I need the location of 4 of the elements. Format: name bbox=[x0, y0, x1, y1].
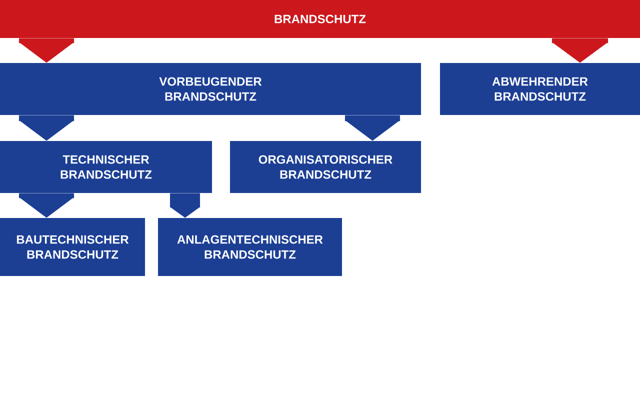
category-box: VORBEUGENDER BRANDSCHUTZ bbox=[0, 63, 421, 115]
title-banner: BRANDSCHUTZ bbox=[0, 0, 640, 38]
category-box: ANLAGENTECHNISCHER BRANDSCHUTZ bbox=[158, 218, 342, 276]
category-box: ABWEHRENDER BRANDSCHUTZ bbox=[440, 63, 640, 115]
